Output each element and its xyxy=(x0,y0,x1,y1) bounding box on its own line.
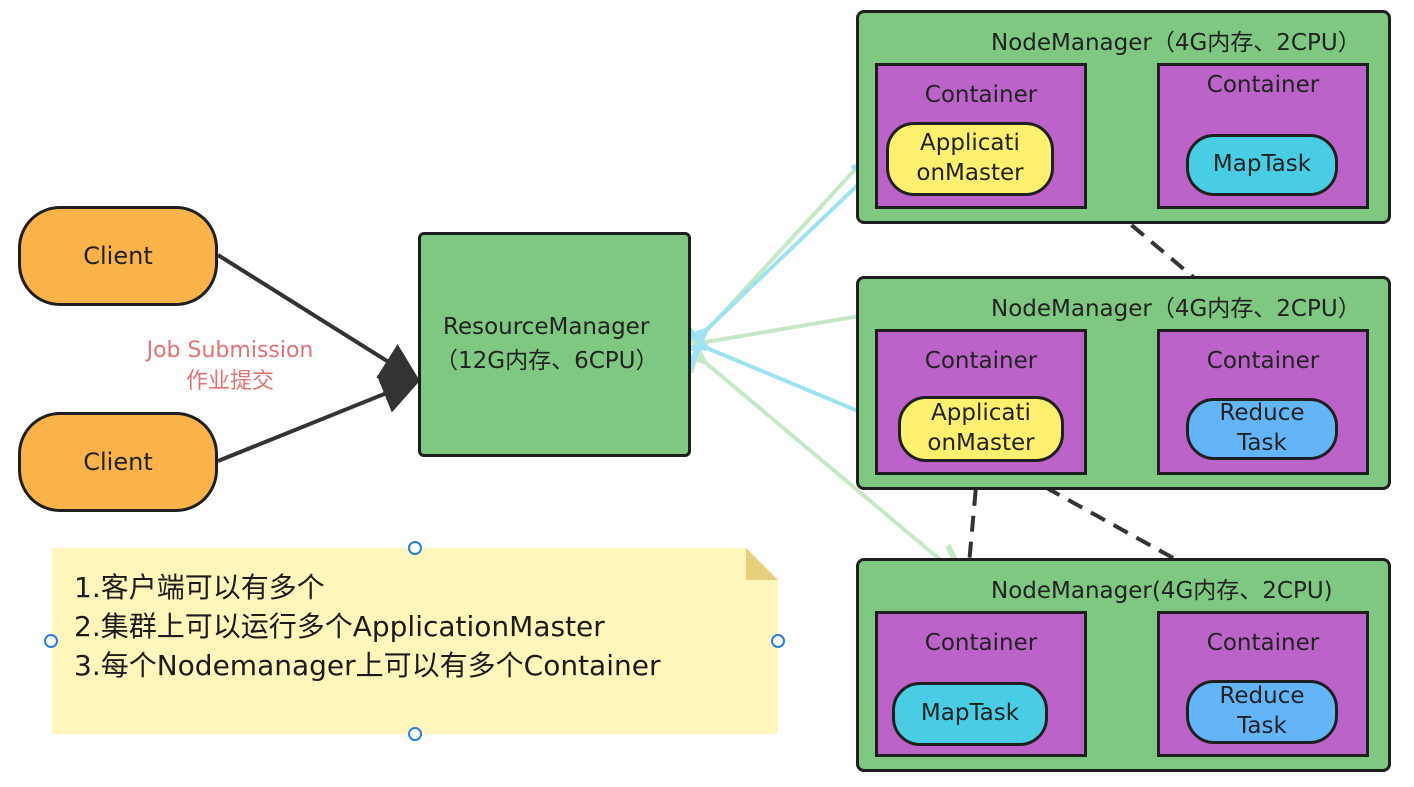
container-title: Container xyxy=(1206,630,1320,656)
container-title: Container xyxy=(1206,72,1320,98)
client-label: Client xyxy=(83,448,153,476)
note-line: 3.每个Nodemanager上可以有多个Container xyxy=(74,649,661,683)
container-title: Container xyxy=(924,348,1038,374)
arrow-client1-to-rm xyxy=(216,253,421,383)
arrow-client2-to-rm xyxy=(217,375,422,463)
job-submission-en: Job Submission xyxy=(146,338,314,363)
job-submission-label: Job Submission 作业提交 xyxy=(120,336,340,398)
reduce-task[interactable]: Reduce Task xyxy=(1186,680,1338,744)
task-label: Reduce Task xyxy=(1219,400,1305,456)
node-manager-label: NodeManager(4G内存、2CPU) xyxy=(991,578,1333,604)
task-label: Applicati onMaster xyxy=(927,400,1035,456)
note-folded-corner xyxy=(746,548,778,580)
note-line: 1.客户端可以有多个 xyxy=(74,571,325,604)
note-text: 1.客户端可以有多个 2.集群上可以运行多个ApplicationMaster … xyxy=(74,568,660,686)
arrow-rm-am1 xyxy=(702,158,886,334)
reduce-task[interactable]: Reduce Task xyxy=(1186,398,1338,460)
node-manager-label: NodeManager（4G内存、2CPU） xyxy=(991,30,1361,56)
task-label: MapTask xyxy=(1212,151,1312,178)
resource-manager-spec: （12G内存、6CPU） xyxy=(435,347,659,374)
container-title: Container xyxy=(1206,348,1320,374)
node-manager-label: NodeManager（4G内存、2CPU） xyxy=(991,296,1361,322)
resource-manager[interactable]: ResourceManager （12G内存、6CPU） xyxy=(418,232,691,457)
task-label: MapTask xyxy=(920,700,1020,727)
job-submission-zh: 作业提交 xyxy=(185,368,274,394)
resize-handle-left[interactable] xyxy=(44,634,58,648)
resource-manager-name: ResourceManager xyxy=(443,314,650,341)
application-master[interactable]: Applicati onMaster xyxy=(886,122,1054,196)
client-label: Client xyxy=(83,242,153,270)
client-node[interactable]: Client xyxy=(18,412,218,512)
task-label: Applicati onMaster xyxy=(916,130,1024,186)
container-title: Container xyxy=(924,82,1038,108)
resize-handle-right[interactable] xyxy=(771,634,785,648)
resize-handle-bottom[interactable] xyxy=(408,727,422,741)
resize-handle-top[interactable] xyxy=(408,541,422,555)
map-task[interactable]: MapTask xyxy=(892,682,1048,746)
note-line: 2.集群上可以运行多个ApplicationMaster xyxy=(74,610,605,644)
sticky-note[interactable]: 1.客户端可以有多个 2.集群上可以运行多个ApplicationMaster … xyxy=(52,548,778,734)
application-master[interactable]: Applicati onMaster xyxy=(898,396,1064,462)
task-label: Reduce Task xyxy=(1219,683,1305,739)
map-task[interactable]: MapTask xyxy=(1186,134,1338,196)
container-title: Container xyxy=(924,630,1038,656)
client-node[interactable]: Client xyxy=(18,206,218,306)
